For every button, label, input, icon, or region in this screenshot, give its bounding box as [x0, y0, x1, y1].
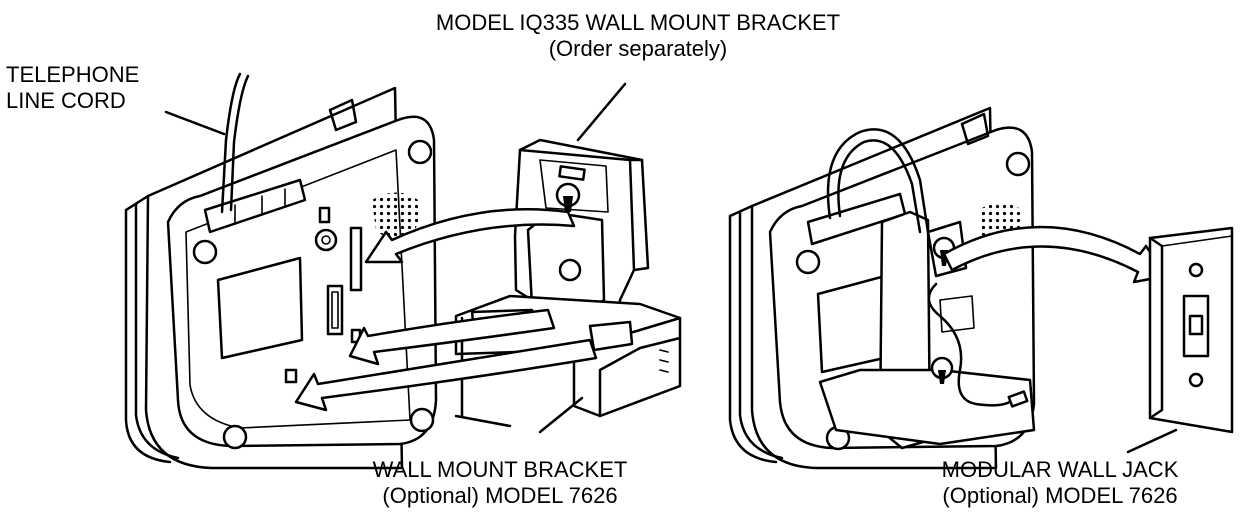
mounting-arrows: [294, 207, 598, 412]
cord-label-line-1: TELEPHONE: [6, 62, 140, 87]
phone-base-right: [728, 106, 1168, 470]
cord-label-line-2: LINE CORD: [6, 88, 126, 113]
bracket-label-line-2: (Optional) MODEL 7626: [382, 483, 618, 508]
bracket-leader-line: [538, 396, 584, 434]
telephone-line-cord-label: TELEPHONE LINE CORD: [6, 62, 139, 114]
wall-mount-bracket-label: WALL MOUNT BRACKET (Optional) MODEL 7626: [300, 457, 700, 509]
iq-label-line-2: (Order separately): [548, 36, 728, 61]
wall-jack: [1148, 226, 1234, 434]
iq335-bracket-label: MODEL IQ335 WALL MOUNT BRACKET (Order se…: [358, 10, 918, 62]
jack-label-line-2: (Optional) MODEL 7626: [942, 483, 1178, 508]
modular-wall-jack-label: MODULAR WALL JACK (Optional) MODEL 7626: [880, 457, 1240, 509]
bracket-label-line-1: WALL MOUNT BRACKET: [372, 457, 628, 482]
iq-bracket-leader-line: [576, 82, 627, 142]
phone-base-left: [124, 72, 438, 470]
jack-label-line-1: MODULAR WALL JACK: [941, 457, 1179, 482]
cord-leader-line: [164, 110, 226, 136]
jack-leader-line: [1126, 428, 1178, 454]
iq-label-line-1: MODEL IQ335 WALL MOUNT BRACKET: [435, 10, 841, 35]
